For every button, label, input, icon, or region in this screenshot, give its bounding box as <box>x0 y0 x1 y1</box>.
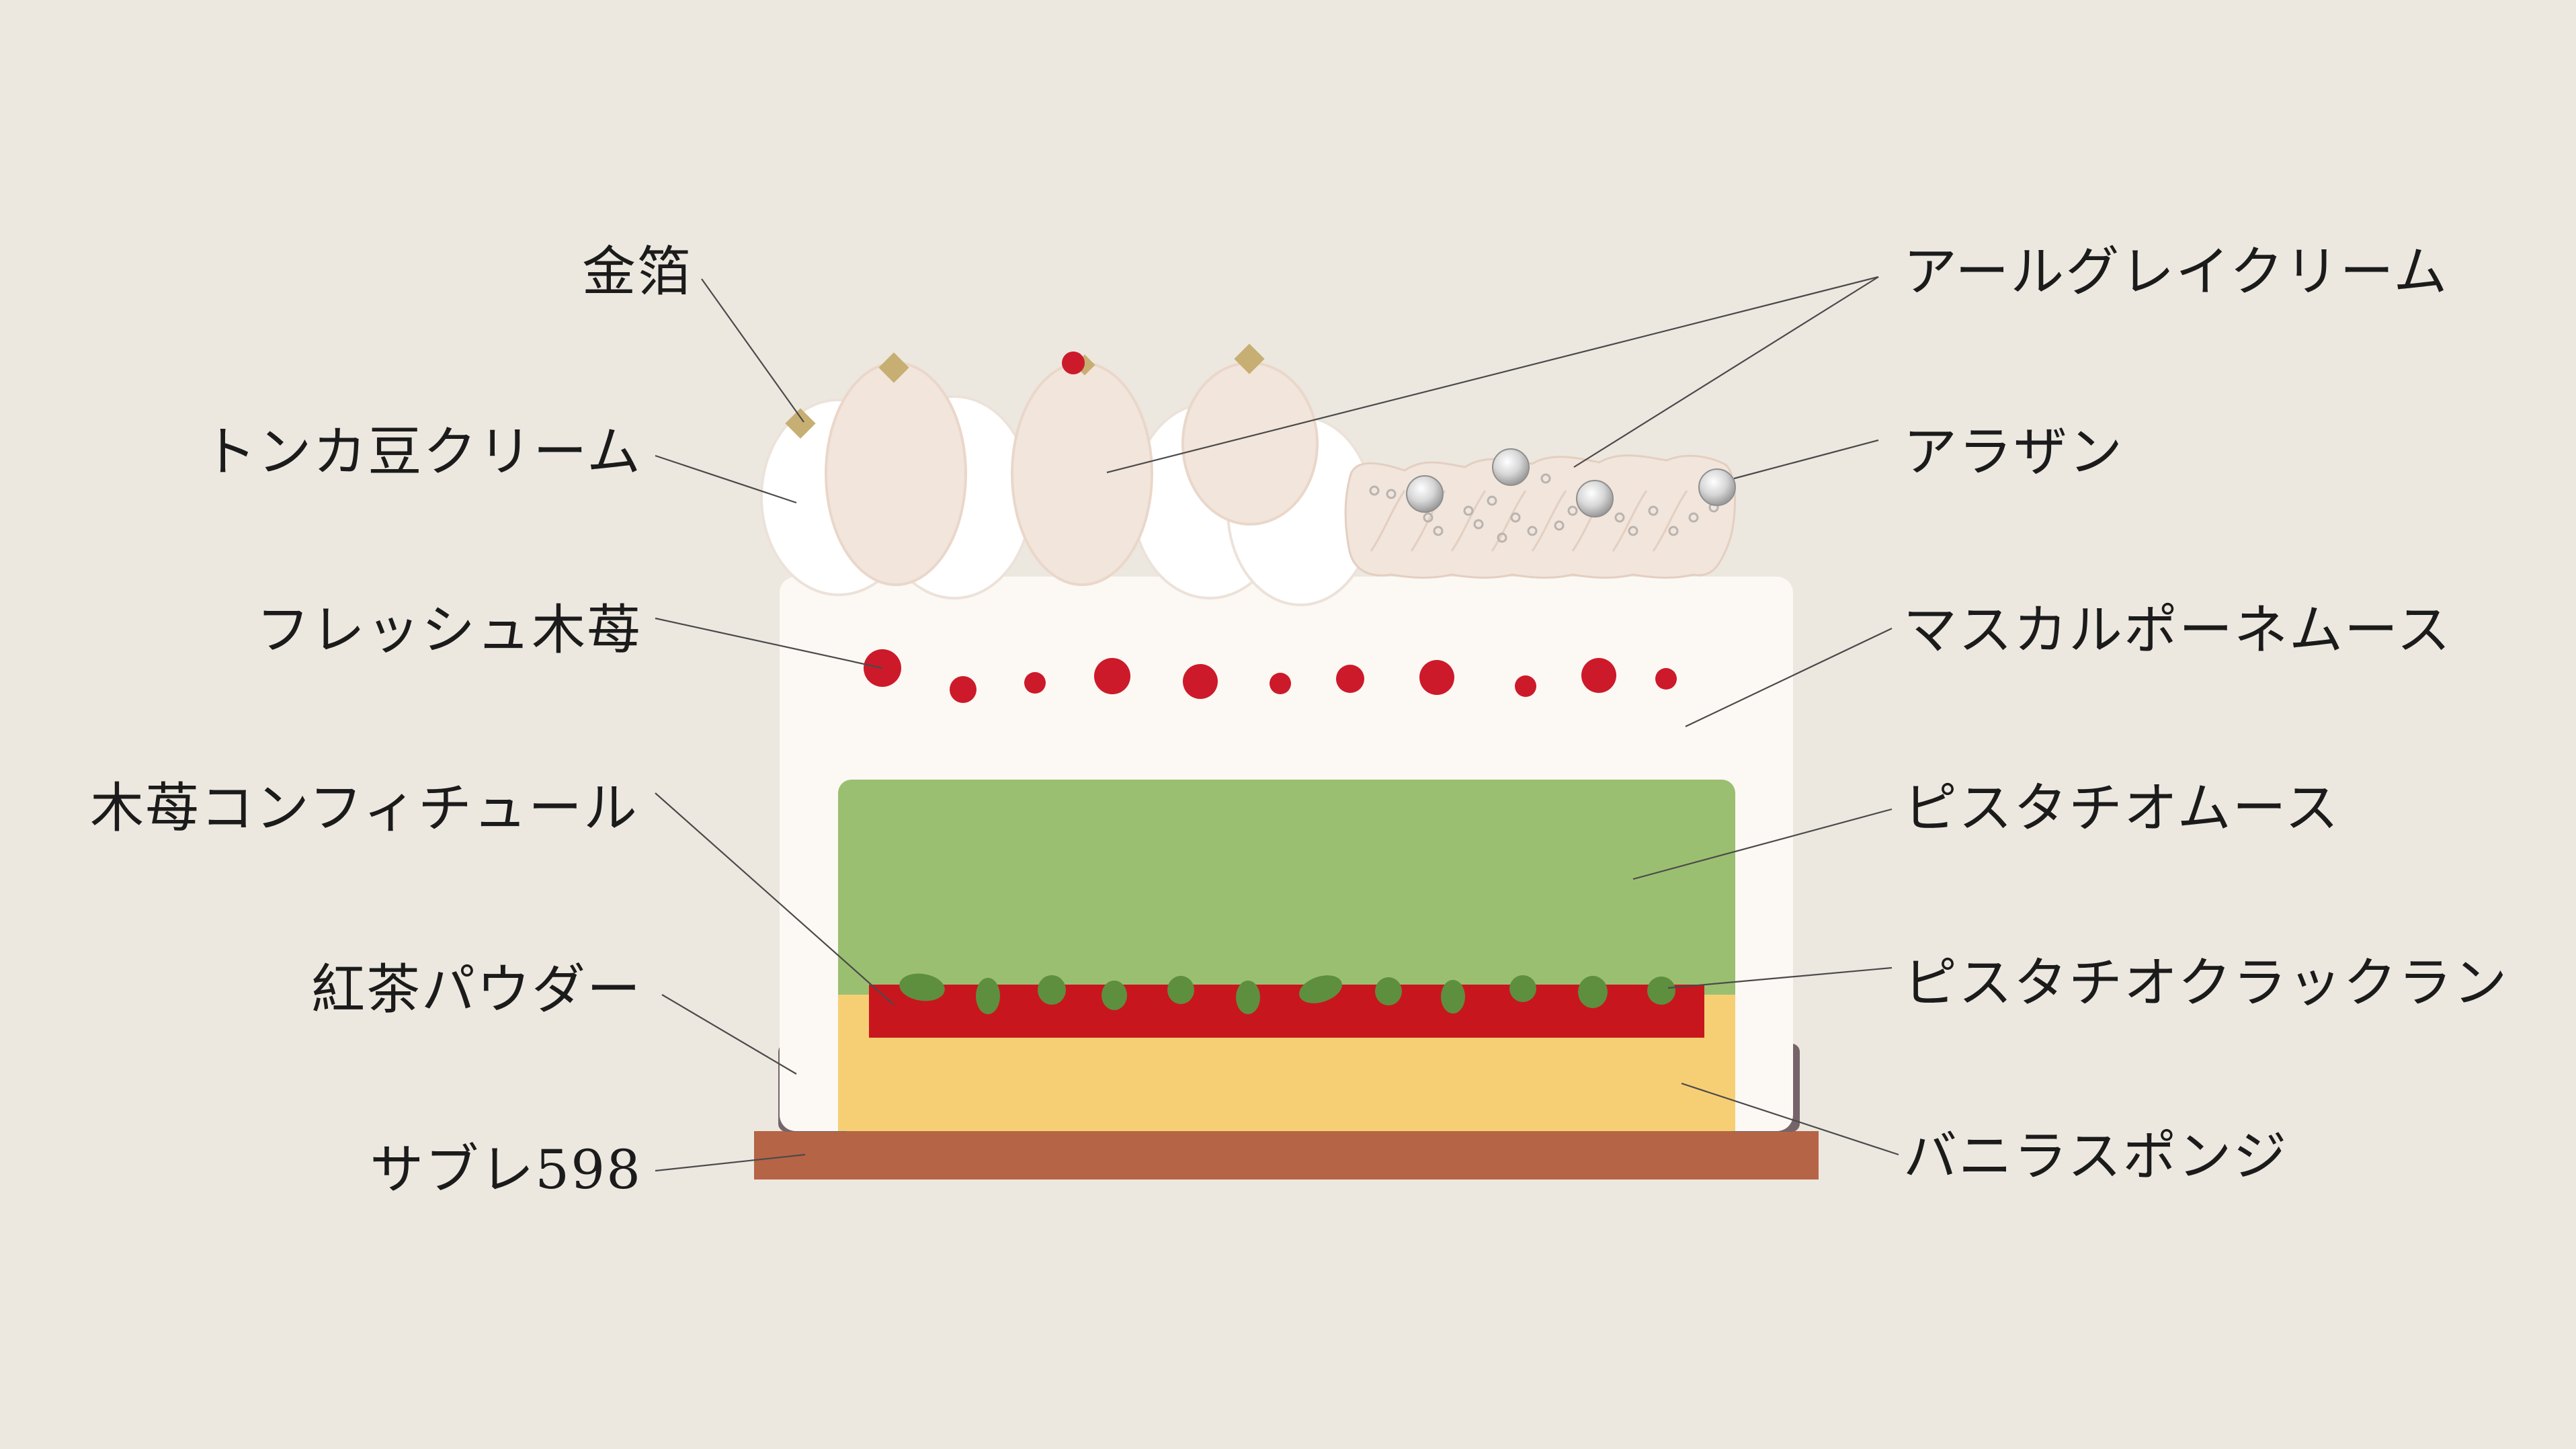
earl-grey-cream-piping <box>1344 454 1737 579</box>
small-argent-dots <box>1369 473 1719 543</box>
label-vanilla-sponge: バニラスポンジ <box>1903 1125 2288 1188</box>
leader-lines <box>655 276 1899 1172</box>
label-fresh-raspberry: フレッシュ木苺 <box>256 599 642 661</box>
label-tea-powder: 紅茶パウダー <box>311 958 642 1021</box>
argent-pearls <box>1406 448 1736 518</box>
label-pistachio-mousse: ピスタチオムース <box>1903 777 2340 839</box>
sable-base-layer <box>754 1131 1819 1179</box>
raspberry-confiture-layer <box>869 985 1704 1038</box>
label-mascarpone-mousse: マスカルポーネムース <box>1903 599 2452 661</box>
label-sable: サブレ598 <box>370 1138 642 1201</box>
labels-left: 金箔 トンカ豆クリーム フレッシュ木苺 木苺コンフィチュール 紅茶パウダー サブ… <box>90 241 692 1201</box>
label-gold-leaf: 金箔 <box>582 241 692 303</box>
pistachio-craquelin-bits <box>899 973 1675 1014</box>
earl-grey-cream-ovals <box>825 362 1319 586</box>
label-earl-grey-cream: アールグレイクリーム <box>1903 241 2448 303</box>
pistachio-mousse-layer <box>838 780 1735 1012</box>
fresh-raspberry-row <box>864 649 1677 703</box>
raspberry-topping <box>1062 351 1085 374</box>
label-tonka-cream: トンカ豆クリーム <box>202 421 642 483</box>
label-pistachio-craquelin: ピスタチオクラックラン <box>1903 952 2508 1014</box>
label-argent: アラザン <box>1903 421 2124 483</box>
labels-right: アールグレイクリーム アラザン マスカルポーネムース ピスタチオムース ピスタチ… <box>1903 241 2508 1188</box>
label-raspberry-confiture: 木苺コンフィチュール <box>90 777 638 839</box>
